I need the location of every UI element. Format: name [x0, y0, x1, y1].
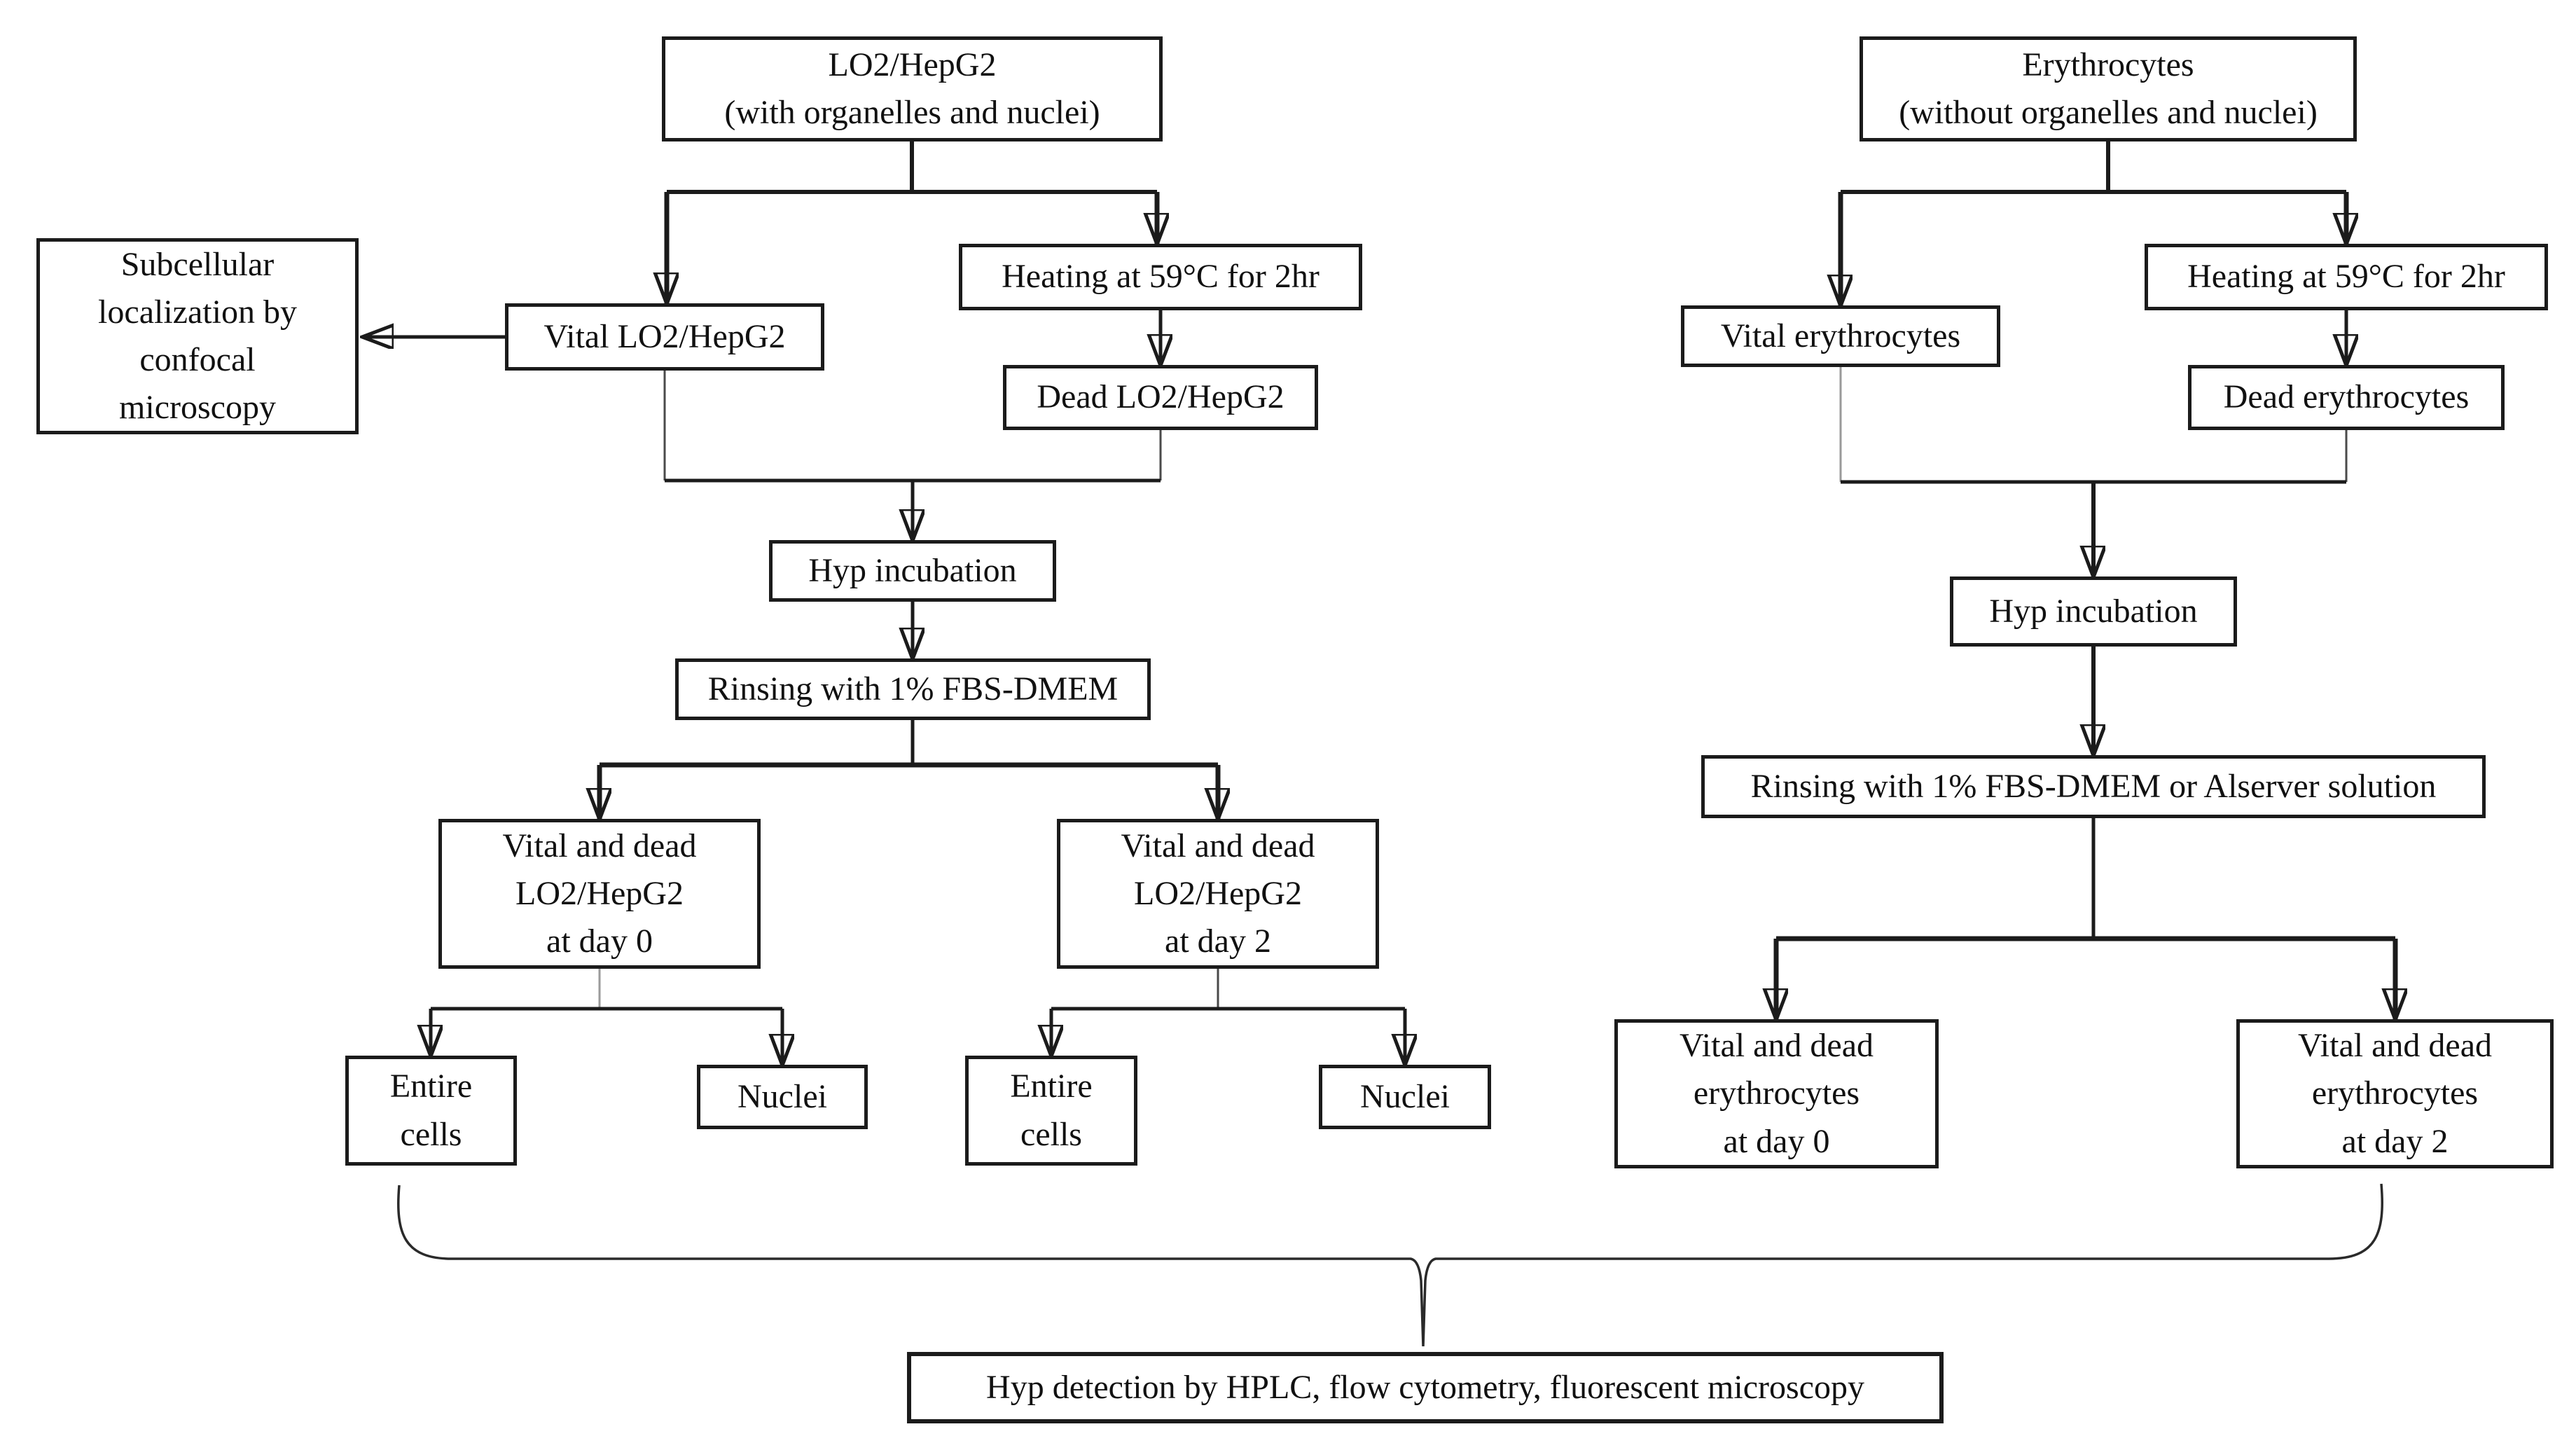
node-nuclei-day0: Nuclei — [697, 1065, 868, 1129]
node-vital-dead-lo2-day2: Vital and dead LO2/HepG2 at day 2 — [1057, 819, 1379, 969]
node-heating-left: Heating at 59°C for 2hr — [959, 244, 1362, 310]
connector-day0-split-left — [431, 969, 782, 1065]
node-rinsing-fbs-dmem-alserver: Rinsing with 1% FBS-DMEM or Alserver sol… — [1701, 755, 2486, 818]
node-hyp-detection: Hyp detection by HPLC, flow cytometry, f… — [907, 1352, 1944, 1423]
node-vital-dead-lo2-day0: Vital and dead LO2/HepG2 at day 0 — [438, 819, 761, 969]
node-lo2-hepg2: LO2/HepG2 (with organelles and nuclei) — [662, 36, 1163, 141]
node-vital-dead-ery-day0: Vital and dead erythrocytes at day 0 — [1614, 1019, 1939, 1168]
bottom-brace — [396, 1183, 2384, 1347]
node-erythrocytes: Erythrocytes (without organelles and nuc… — [1860, 36, 2357, 141]
node-entire-cells-day2: Entire cells — [965, 1056, 1137, 1166]
node-vital-dead-ery-day2: Vital and dead erythrocytes at day 2 — [2236, 1019, 2554, 1168]
node-dead-erythrocytes: Dead erythrocytes — [2188, 365, 2505, 430]
node-heating-right: Heating at 59°C for 2hr — [2145, 244, 2548, 310]
node-subcellular-localization: Subcellular localization by confocal mic… — [36, 238, 359, 434]
connector-lo2-split — [667, 141, 1157, 303]
connector-rinsing-split-left — [600, 720, 1218, 819]
node-hyp-incubation-right: Hyp incubation — [1950, 576, 2237, 647]
node-vital-erythrocytes: Vital erythrocytes — [1681, 305, 2000, 367]
node-vital-lo2-hepg2: Vital LO2/HepG2 — [505, 303, 824, 371]
node-dead-lo2-hepg2: Dead LO2/HepG2 — [1003, 365, 1318, 430]
connector-day2-split-left — [1051, 969, 1405, 1065]
connector-merge-left — [663, 371, 1162, 540]
connector-rinsing-split-right — [1776, 818, 2395, 1019]
node-hyp-incubation-left: Hyp incubation — [769, 540, 1056, 602]
node-nuclei-day2: Nuclei — [1319, 1065, 1491, 1129]
connector-ery-split — [1841, 141, 2346, 305]
connector-merge-right — [1839, 367, 2348, 576]
node-entire-cells-day0: Entire cells — [345, 1056, 517, 1166]
node-rinsing-fbs-dmem: Rinsing with 1% FBS-DMEM — [675, 658, 1151, 720]
